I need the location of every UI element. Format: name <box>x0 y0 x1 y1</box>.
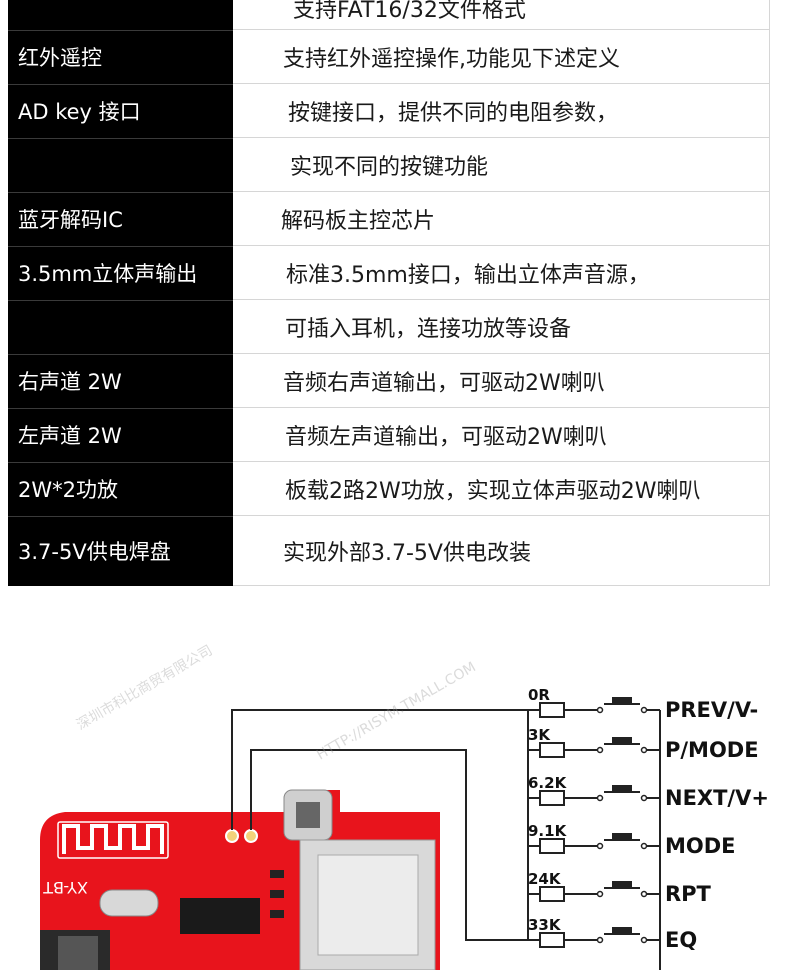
resistor-value: 9.1K <box>528 822 568 840</box>
ad-key-pad <box>225 829 239 843</box>
spec-label: 左声道 2W <box>8 408 233 462</box>
key-row: 3K P/MODE <box>528 726 759 762</box>
push-button-icon <box>604 737 640 745</box>
spec-row: 实现不同的按键功能 <box>8 138 770 192</box>
spec-description: 支持红外遥控操作,功能见下述定义 <box>233 30 770 84</box>
spec-description: 可插入耳机，连接功放等设备 <box>233 300 770 354</box>
resistor-value: 6.2K <box>528 774 568 792</box>
spec-label: 蓝牙解码IC <box>8 192 233 246</box>
board-label: XY-BT <box>43 878 88 897</box>
spec-row: AD key 接口按键接口，提供不同的电阻参数， <box>8 84 770 138</box>
resistor-value: 24K <box>528 870 562 888</box>
resistor-symbol-icon <box>539 790 565 806</box>
crystal-component <box>99 889 159 917</box>
row-divider <box>8 84 233 85</box>
row-divider <box>8 30 233 31</box>
decoder-chip <box>180 898 260 934</box>
spec-row: 支持FAT16/32文件格式 <box>8 0 770 30</box>
spec-description: 音频左声道输出，可驱动2W喇叭 <box>233 408 770 462</box>
key-rows: 0R PREV/V- 3K P/MODE 6.2K NEXT/V+ 9.1K MODE 24K R… <box>528 686 769 970</box>
row-divider <box>8 408 233 409</box>
wires <box>231 709 529 941</box>
spec-description: 实现不同的按键功能 <box>233 138 770 192</box>
key-row: 24K RPT <box>528 870 712 906</box>
row-divider <box>8 462 233 463</box>
spec-row: 3.5mm立体声输出标准3.5mm接口，输出立体声音源， <box>8 246 770 300</box>
key-row: 9.1K MODE <box>528 822 736 858</box>
resistor-symbol-icon <box>539 838 565 854</box>
key-row: 6.2K NEXT/V+ <box>528 774 769 810</box>
spec-row: 红外遥控支持红外遥控操作,功能见下述定义 <box>8 30 770 84</box>
row-divider <box>8 516 233 517</box>
spec-label: AD key 接口 <box>8 84 233 138</box>
pcb-board: XY-BT <box>40 789 440 970</box>
resistor-symbol-icon <box>539 742 565 758</box>
row-divider <box>8 354 233 355</box>
push-button-icon <box>604 833 640 841</box>
key-function-label: MODE <box>665 834 736 858</box>
spec-description: 标准3.5mm接口，输出立体声音源， <box>233 246 770 300</box>
spec-row: 2W*2功放板载2路2W功放，实现立体声驱动2W喇叭 <box>8 462 770 516</box>
spec-description: 按键接口，提供不同的电阻参数， <box>233 84 770 138</box>
ad-key-diagram: XY-BT 0R PREV/V- 3K P/MODE 6.2K NEXT/V+ 9.1K MO… <box>40 642 769 970</box>
resistor-symbol-icon <box>539 886 565 902</box>
spec-row: 可插入耳机，连接功放等设备 <box>8 300 770 354</box>
push-button-icon <box>604 697 640 705</box>
spec-label <box>8 0 233 30</box>
resistor-value: 3K <box>528 726 551 744</box>
key-function-label: RPT <box>665 882 712 906</box>
spec-label: 红外遥控 <box>8 30 233 84</box>
push-button-icon <box>604 785 640 793</box>
key-function-label: EQ <box>665 928 697 952</box>
push-button-icon <box>604 881 640 889</box>
push-button-icon <box>604 927 640 935</box>
spec-label <box>8 138 233 192</box>
ground-pad <box>244 829 258 843</box>
key-function-label: NEXT/V+ <box>665 786 769 810</box>
spec-description: 板载2路2W功放，实现立体声驱动2W喇叭 <box>233 462 770 516</box>
key-function-label: P/MODE <box>665 738 759 762</box>
svg-text:深圳市科比商贸有限公司: 深圳市科比商贸有限公司 <box>74 642 216 734</box>
spec-description: 音频右声道输出，可驱动2W喇叭 <box>233 354 770 408</box>
spec-description: 解码板主控芯片 <box>233 192 770 246</box>
spec-label: 右声道 2W <box>8 354 233 408</box>
key-row: 0R PREV/V- <box>528 686 758 722</box>
svg-text:HTTP://RISYM.TMALL.COM: HTTP://RISYM.TMALL.COM <box>314 659 479 763</box>
spec-label: 3.7-5V供电焊盘 <box>8 516 233 586</box>
watermark: 深圳市科比商贸有限公司 HTTP://RISYM.TMALL.COM <box>74 642 479 764</box>
spec-description: 支持FAT16/32文件格式 <box>233 0 770 30</box>
row-divider <box>8 300 233 301</box>
resistor-value: 33K <box>528 916 562 934</box>
row-divider <box>8 246 233 247</box>
spec-description: 实现外部3.7-5V供电改装 <box>233 516 770 586</box>
row-divider <box>8 138 233 139</box>
resistor-symbol-icon <box>539 932 565 948</box>
spec-label: 3.5mm立体声输出 <box>8 246 233 300</box>
spec-label: 2W*2功放 <box>8 462 233 516</box>
spec-row: 3.7-5V供电焊盘实现外部3.7-5V供电改装 <box>8 516 770 586</box>
key-function-label: PREV/V- <box>665 698 758 722</box>
resistor-value: 0R <box>528 686 550 704</box>
resistor-symbol-icon <box>539 702 565 718</box>
antenna-trace-icon <box>62 824 164 854</box>
key-row: 33K EQ <box>528 916 697 952</box>
spec-label <box>8 300 233 354</box>
row-divider <box>8 192 233 193</box>
